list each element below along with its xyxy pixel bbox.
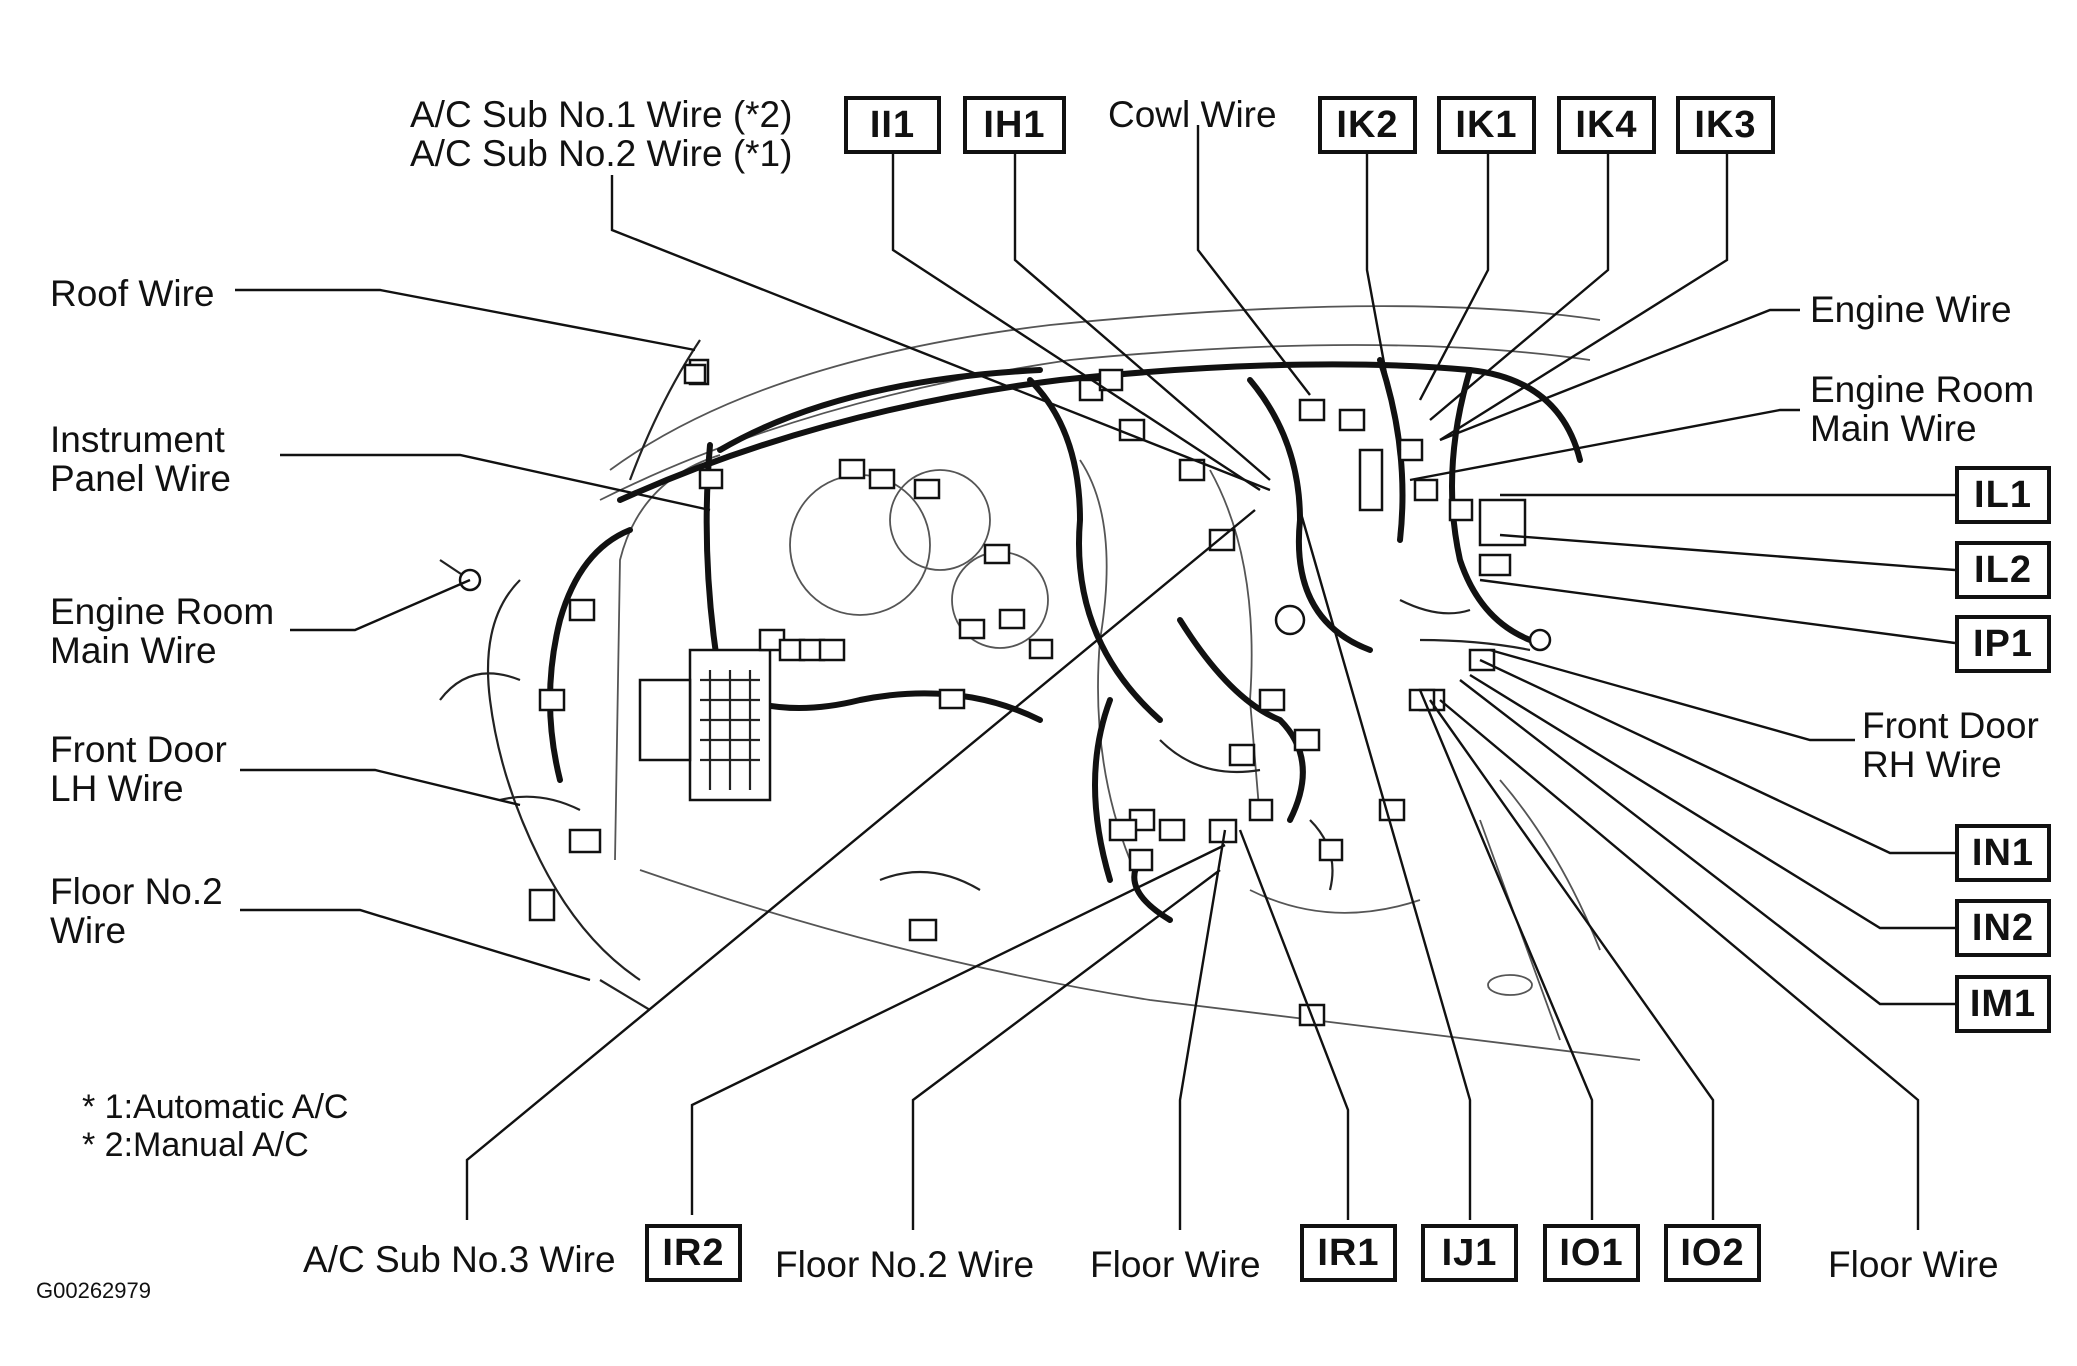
connector-box-il1: IL1 <box>1955 466 2051 524</box>
connector-box-ip1: IP1 <box>1955 615 2051 673</box>
connector-blocks <box>458 358 1552 1027</box>
connector-box-ik2: IK2 <box>1318 96 1417 154</box>
connector-box-io2: IO2 <box>1664 1224 1761 1282</box>
label-ac-sub-no1-wire: A/C Sub No.1 Wire (*2) <box>410 94 793 135</box>
connector-box-ii1: II1 <box>844 96 941 154</box>
note-manual-ac: * 2:Manual A/C <box>82 1126 309 1164</box>
connector-box-ih1: IH1 <box>963 96 1066 154</box>
label-roof-wire: Roof Wire <box>50 273 215 314</box>
connector-box-in2: IN2 <box>1955 899 2051 957</box>
connector-box-io1: IO1 <box>1543 1224 1640 1282</box>
label-ac-sub-no3-wire: A/C Sub No.3 Wire <box>303 1239 616 1280</box>
connector-box-ik4: IK4 <box>1557 96 1656 154</box>
connector-box-im1: IM1 <box>1955 975 2051 1033</box>
connector-box-ij1: IJ1 <box>1421 1224 1518 1282</box>
label-engine-wire: Engine Wire <box>1810 289 2012 330</box>
connector-box-ik1: IK1 <box>1437 96 1536 154</box>
note-automatic-ac: * 1:Automatic A/C <box>82 1088 349 1126</box>
connector-box-ik3: IK3 <box>1676 96 1775 154</box>
connector-box-in1: IN1 <box>1955 824 2051 882</box>
connector-box-ir1: IR1 <box>1300 1224 1397 1282</box>
label-cowl-wire: Cowl Wire <box>1108 94 1277 135</box>
connector-box-ir2: IR2 <box>645 1224 742 1282</box>
leader-lines <box>235 125 1956 1230</box>
label-floor-wire-bottom-right: Floor Wire <box>1828 1244 1999 1285</box>
label-floor-no2-wire-bottom: Floor No.2 Wire <box>775 1244 1035 1285</box>
junction-block <box>638 648 772 802</box>
label-ac-sub-no2-wire: A/C Sub No.2 Wire (*1) <box>410 133 793 174</box>
figure-code: G00262979 <box>36 1278 151 1303</box>
connector-box-il2: IL2 <box>1955 541 2051 599</box>
label-floor-wire-bottom-left: Floor Wire <box>1090 1244 1261 1285</box>
